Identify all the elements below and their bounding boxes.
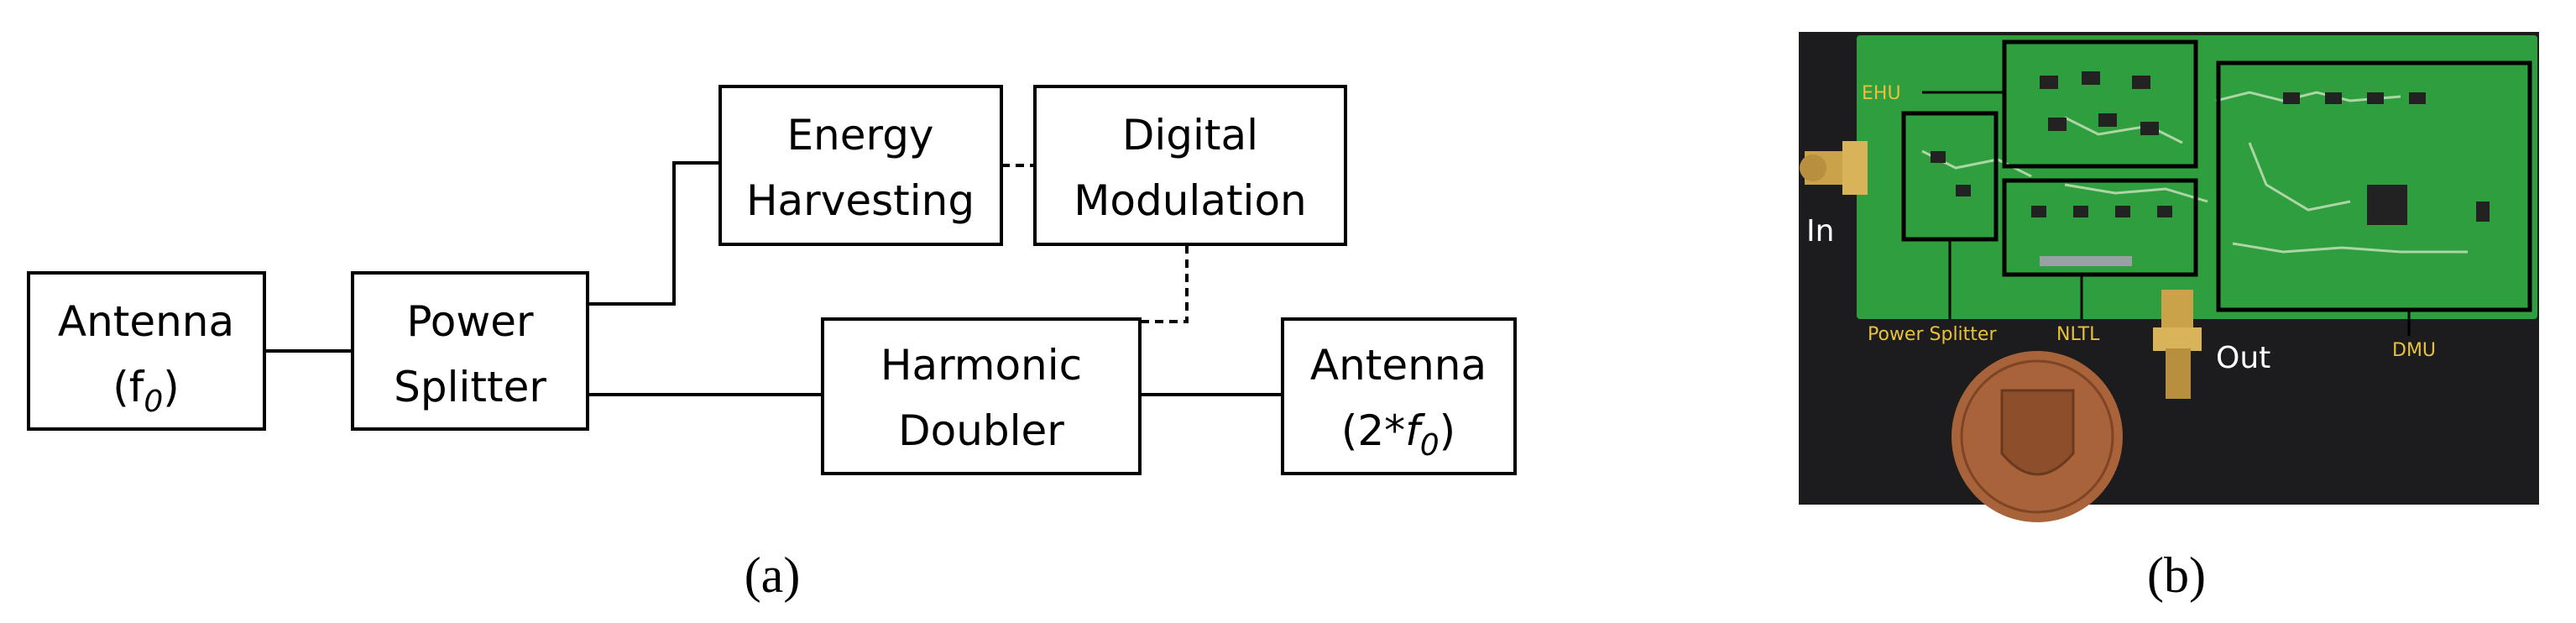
energy-harvesting-line1: Energy	[786, 111, 933, 160]
ehu-outline	[2002, 39, 2198, 169]
sma-connector-out-icon	[2153, 290, 2202, 399]
antenna-input-block: Antenna (f0)	[27, 271, 266, 431]
module-outlines	[1901, 39, 2532, 312]
panel-label-b: (b)	[2147, 547, 2206, 603]
antenna-output-label: Antenna	[1310, 341, 1487, 390]
nltl-strip	[2040, 256, 2132, 266]
digital-modulation-block: Digital Modulation	[1033, 85, 1347, 246]
dmu-outline	[2216, 60, 2532, 312]
antenna-input-frequency: (f0)	[112, 363, 180, 419]
power-splitter-photo-label: Power Splitter	[1868, 324, 1997, 345]
penny-coin-icon	[1952, 351, 2123, 522]
dmu-label: DMU	[2392, 340, 2436, 361]
pcb-components	[1931, 71, 2490, 225]
panel-label-a: (a)	[745, 547, 801, 603]
harmonic-doubler-line1: Harmonic	[880, 341, 1082, 390]
harmonic-doubler-block: Harmonic Doubler	[821, 317, 1142, 475]
sma-connector-in-icon	[1800, 141, 1868, 195]
nltl-label: NLTL	[2056, 324, 2100, 345]
pcb-board	[1857, 35, 2537, 319]
energy-harvesting-block: Energy Harvesting	[718, 85, 1003, 246]
ehu-label: EHU	[1862, 83, 1901, 104]
in-label: In	[1806, 214, 1834, 249]
power-splitter-block: Power Splitter	[351, 271, 589, 431]
digital-modulation-line2: Modulation	[1074, 176, 1306, 225]
antenna-output-block: Antenna (2*f0)	[1281, 317, 1517, 475]
block-diagram: Antenna (f0) Power Splitter Energy Harve…	[27, 85, 1517, 603]
power-splitter-line2: Splitter	[394, 363, 546, 411]
harmonic-doubler-line2: Doubler	[898, 406, 1064, 455]
wire-splitter-to-energy-harvesting	[588, 161, 720, 306]
antenna-output-frequency: (2*f0)	[1341, 406, 1455, 463]
dashed-modulation-to-doubler	[1140, 245, 1189, 323]
label-pointers	[1922, 91, 2411, 336]
digital-modulation-line1: Digital	[1122, 111, 1258, 160]
antenna-input-label: Antenna	[58, 297, 234, 346]
power-splitter-line1: Power	[406, 297, 534, 346]
out-label: Out	[2216, 341, 2270, 375]
energy-harvesting-line2: Harvesting	[746, 176, 974, 225]
nltl-outline	[2002, 178, 2198, 277]
board-photo: EHU In Out Power Splitter NLTL DMU (b)	[1799, 32, 2539, 603]
